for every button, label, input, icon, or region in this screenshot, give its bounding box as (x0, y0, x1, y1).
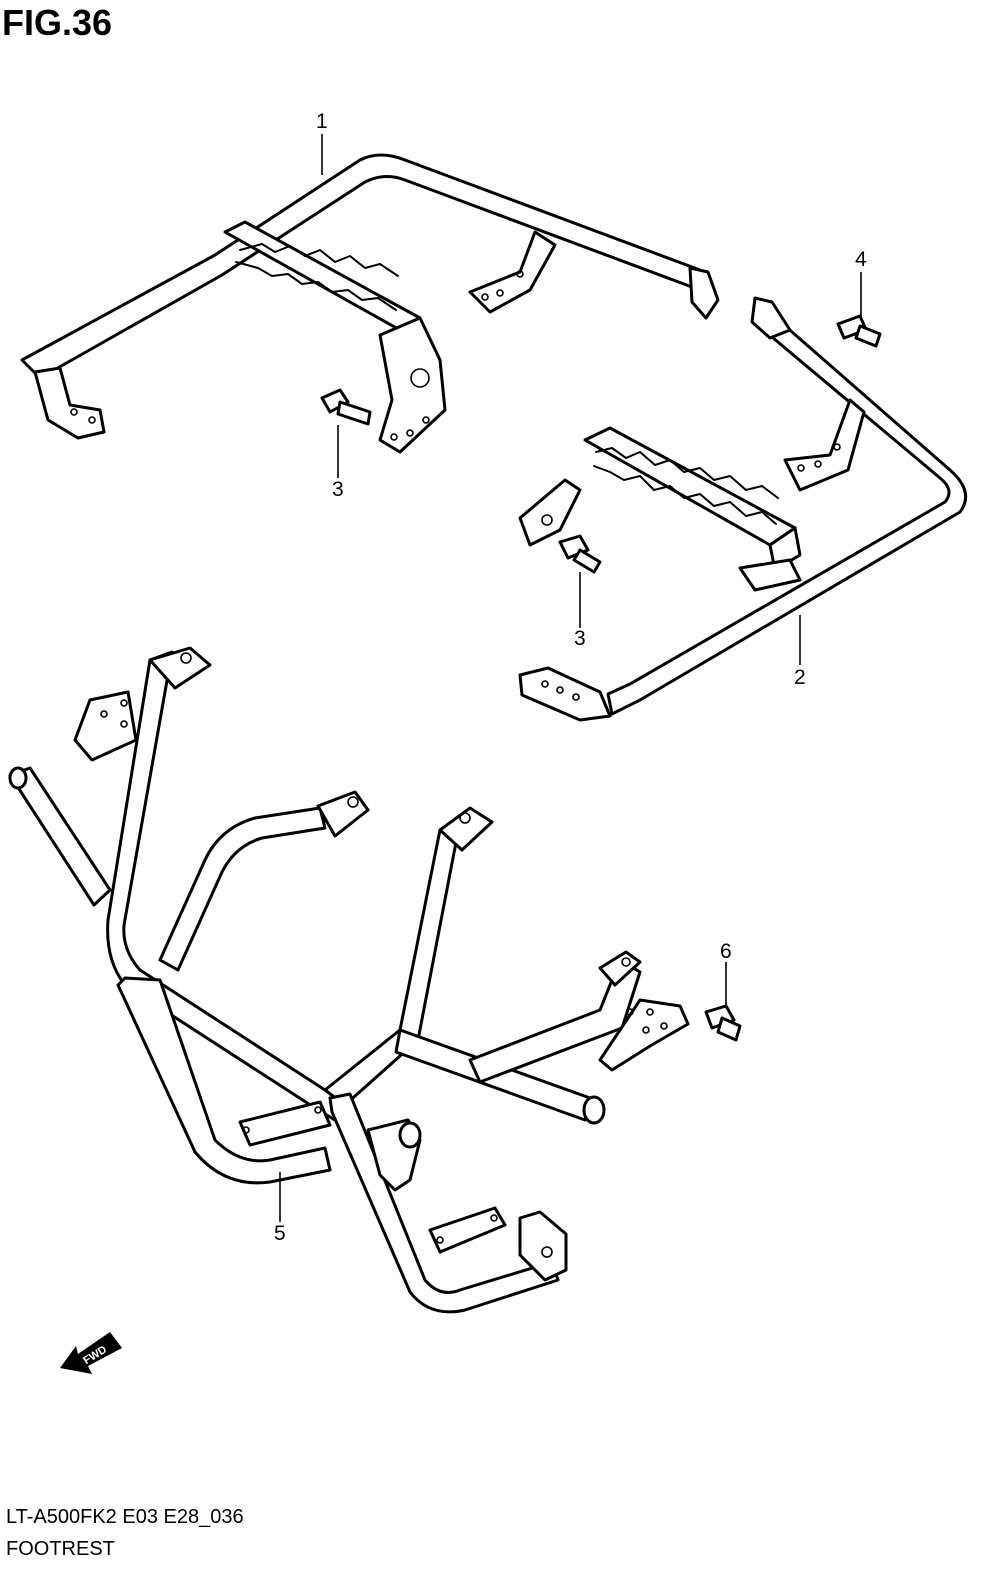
part-4-bolt[interactable] (836, 314, 882, 348)
svg-text:3: 3 (574, 627, 586, 650)
callout-4: 4 (855, 248, 867, 318)
svg-text:1: 1 (316, 110, 328, 133)
callout-3-upper: 3 (332, 425, 344, 501)
part-5-guard-frame[interactable] (8, 646, 690, 1314)
callout-1: 1 (316, 110, 328, 175)
part-6-bolt[interactable] (704, 1004, 742, 1042)
fwd-arrow-icon: FWD (60, 1332, 122, 1374)
figure-title: FIG.36 (2, 2, 113, 43)
part-3-bolt-upper[interactable] (320, 388, 372, 426)
svg-text:3: 3 (332, 478, 344, 501)
svg-text:5: 5 (274, 1222, 286, 1245)
part-3-bolt-lower[interactable] (558, 534, 602, 574)
callout-3-lower: 3 (574, 572, 586, 650)
diagram-code: LT-A500FK2 E03 E28_036 (6, 1506, 244, 1528)
svg-text:6: 6 (720, 940, 732, 963)
callout-2: 2 (794, 615, 806, 689)
callout-6: 6 (720, 940, 732, 1008)
part-2-right-footrest[interactable] (518, 296, 968, 722)
diagram-name: FOOTREST (6, 1538, 115, 1560)
part-1-left-footrest[interactable] (20, 153, 720, 454)
callout-5: 5 (274, 1172, 286, 1245)
svg-text:4: 4 (855, 248, 867, 271)
svg-text:2: 2 (794, 666, 806, 689)
